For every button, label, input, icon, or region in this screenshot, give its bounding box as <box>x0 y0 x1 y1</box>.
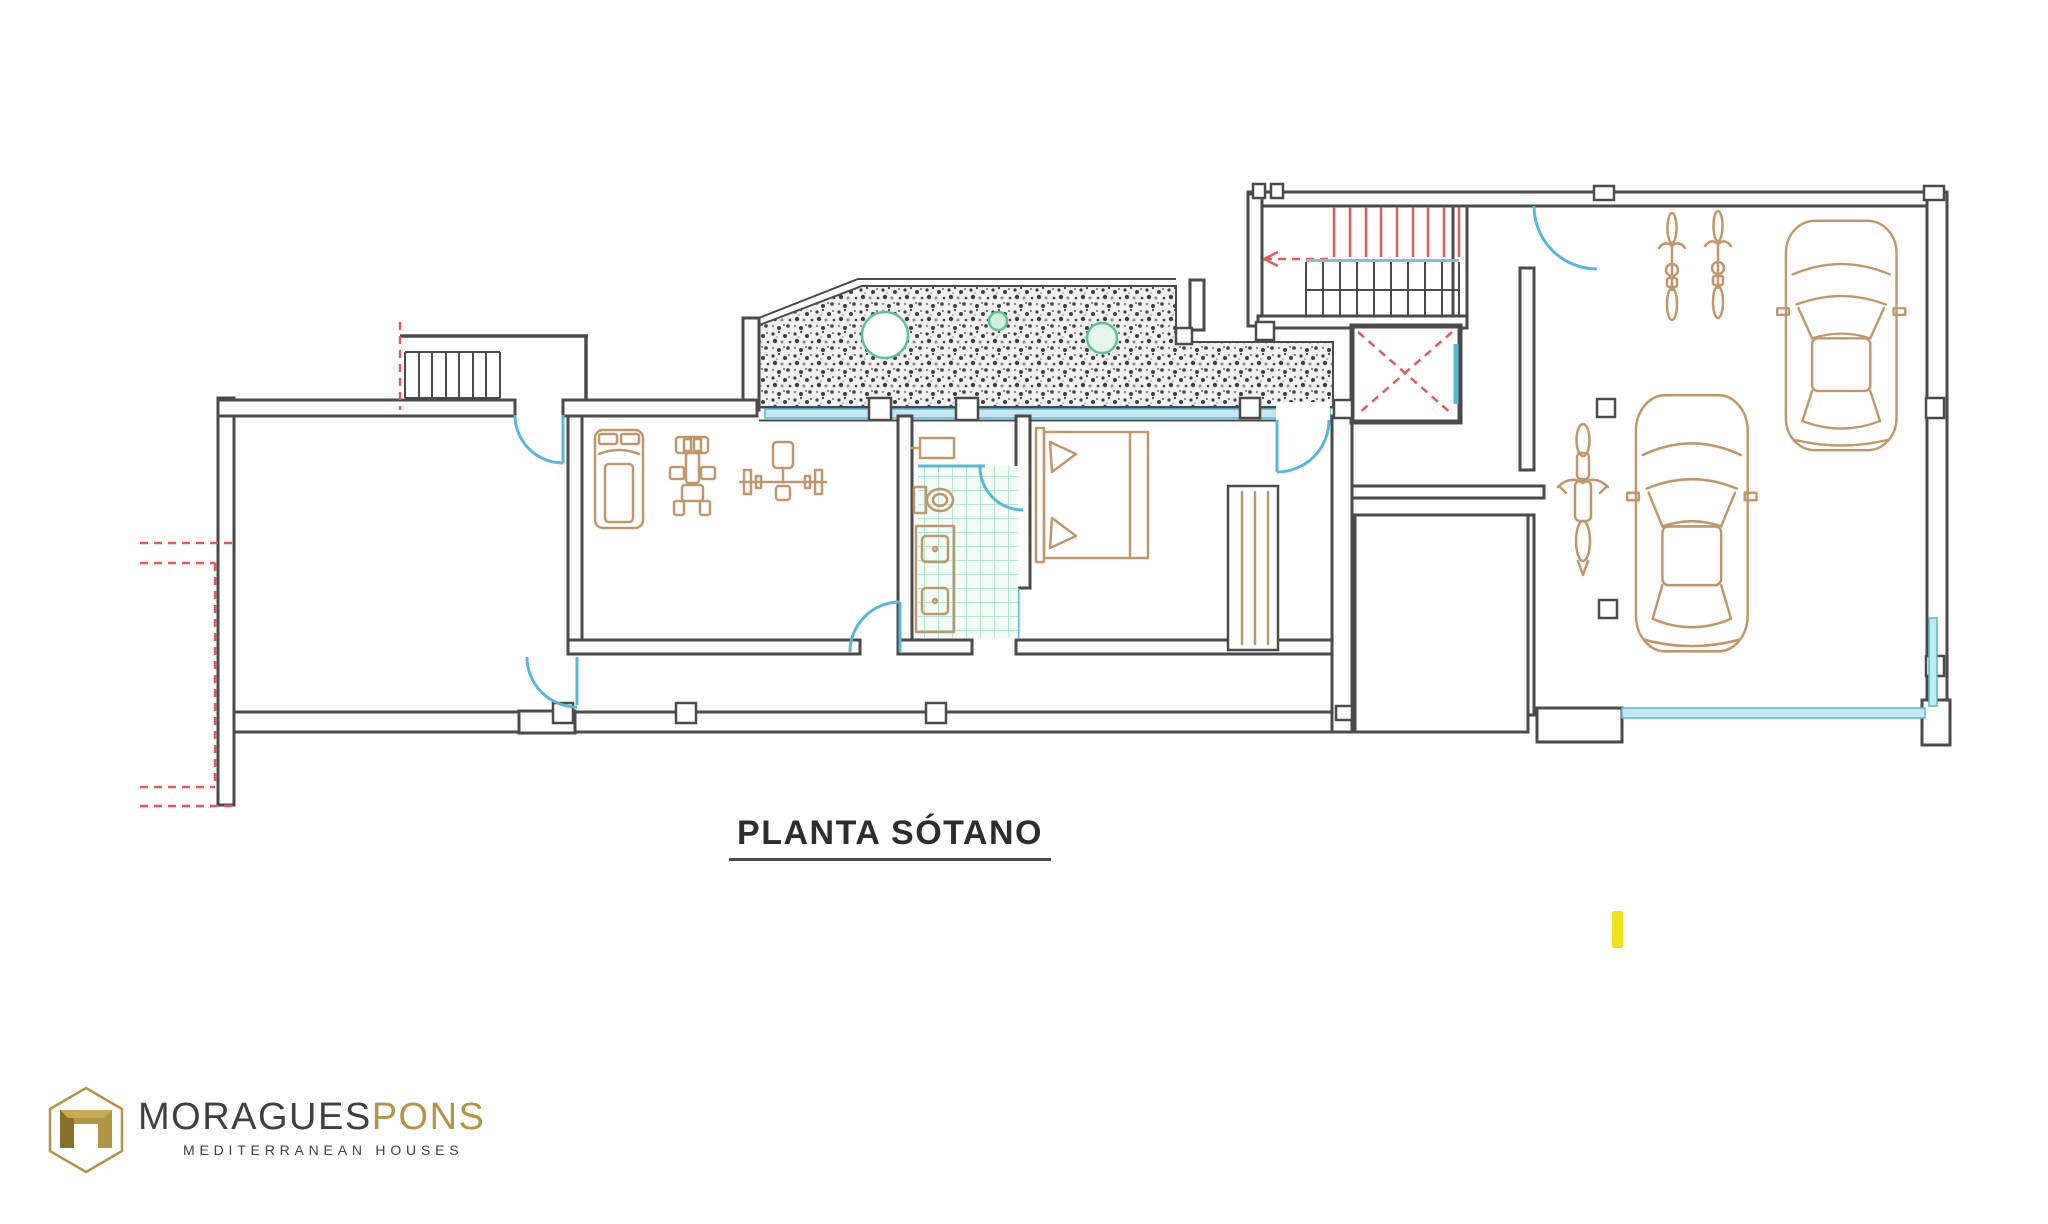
terrace-gravel-fill <box>741 278 1334 412</box>
bicycle-2 <box>1703 209 1733 320</box>
motorcycle <box>1556 422 1610 577</box>
logo-name: MORAGUES <box>138 1096 372 1138</box>
skylight-circles <box>860 310 1119 360</box>
towel-radiator <box>910 436 956 460</box>
brand-logo: MORAGUESPONS MEDITERRANEAN HOUSES <box>46 1086 484 1178</box>
highlight-marker <box>1612 911 1623 948</box>
logo-tagline: MEDITERRANEAN HOUSES <box>183 1142 464 1158</box>
retaining-wall-dashed <box>140 541 235 808</box>
courtyard <box>1353 513 1530 734</box>
garage-side-window <box>1928 617 1938 707</box>
logo-wordmark: MORAGUESPONS <box>138 1096 485 1139</box>
exterior-staircase <box>398 322 588 410</box>
window-band <box>759 326 1333 422</box>
bicycle-1 <box>1657 211 1687 322</box>
bench-press <box>738 440 828 502</box>
garage <box>1556 209 1907 653</box>
double-vanity <box>914 524 956 634</box>
upper-stair-flight <box>1263 207 1461 268</box>
bedroom <box>1034 426 1280 652</box>
double-bed <box>1034 426 1150 564</box>
car-right <box>1775 219 1907 452</box>
elevator <box>1349 323 1463 425</box>
logo-suffix: PONS <box>371 1096 486 1138</box>
lower-stair-flight <box>1305 259 1460 315</box>
plan-title-text: PLANTA SÓTANO <box>729 814 1051 861</box>
bathroom <box>910 436 1024 638</box>
logo-hexagon-icon <box>48 1086 124 1174</box>
shower-screen <box>978 466 1024 512</box>
garage-door <box>1621 707 1926 719</box>
wardrobe <box>1226 484 1280 652</box>
weight-machine <box>668 435 717 517</box>
gym-room <box>593 428 828 530</box>
toilet <box>912 485 955 515</box>
treadmill <box>593 428 645 530</box>
car-left <box>1625 393 1758 653</box>
plan-title: PLANTA SÓTANO <box>690 814 1090 861</box>
